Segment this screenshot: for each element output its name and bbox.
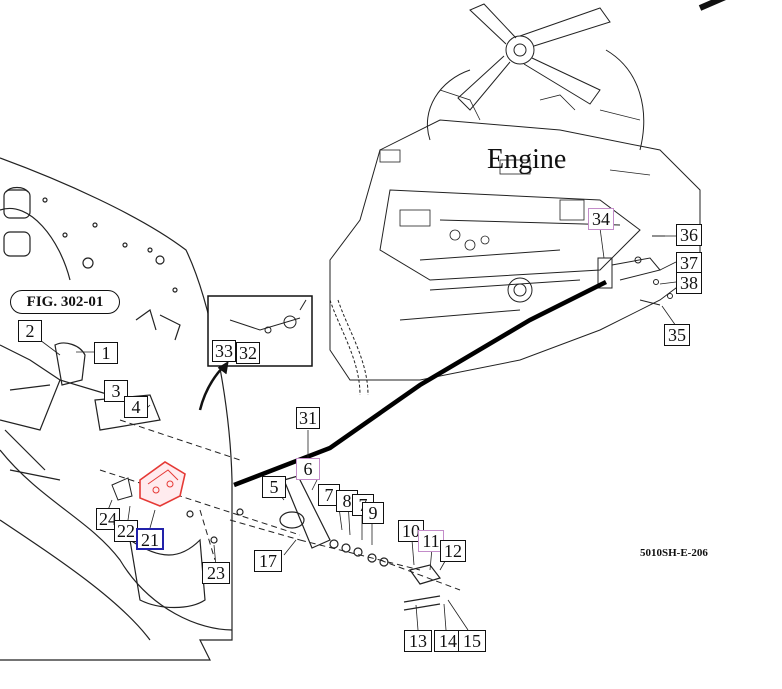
callout-33[interactable]: 33 [212,340,236,362]
flywheel-gear [329,299,369,396]
callout-6[interactable]: 6 [296,458,320,480]
engine-pulley [507,277,533,303]
callout-15[interactable]: 15 [458,630,486,652]
throttle-actuator [111,461,186,507]
callout-38[interactable]: 38 [676,272,702,294]
callout-23[interactable]: 23 [202,562,230,584]
engine-cable-bracket [597,235,673,306]
callout-1[interactable]: 1 [94,342,118,364]
callout-32[interactable]: 32 [236,342,260,364]
callout-3[interactable]: 3 [104,380,128,402]
callout-4[interactable]: 4 [124,396,148,418]
callout-22[interactable]: 22 [114,520,138,542]
callout-5[interactable]: 5 [262,476,286,498]
callout-9[interactable]: 9 [362,502,384,524]
figure-reference-label[interactable]: FIG. 302-01 [10,290,120,314]
dashboard-panel [0,157,233,661]
throttle-lever-assembly [186,475,442,611]
engine-fan [426,3,645,151]
callout-24[interactable]: 24 [96,508,120,530]
callout-35[interactable]: 35 [664,324,690,346]
engine-label: Engine [487,144,567,175]
callout-13[interactable]: 13 [404,630,432,652]
drawing-code: 5010SH-E-206 [640,547,708,559]
callout-10[interactable]: 10 [398,520,424,542]
engine-details [379,89,651,251]
callout-36[interactable]: 36 [676,224,702,246]
engine-drawing [329,0,727,396]
callout-11[interactable]: 11 [418,530,444,552]
callout-34[interactable]: 34 [588,208,614,230]
callout-21-selected[interactable]: 21 [136,528,164,550]
callout-31[interactable]: 31 [296,407,320,429]
callout-2[interactable]: 2 [18,320,42,342]
callout-14[interactable]: 14 [434,630,462,652]
callout-17a[interactable]: 17 [254,550,282,572]
callout-37[interactable]: 37 [676,252,702,274]
callout-12[interactable]: 12 [440,540,466,562]
